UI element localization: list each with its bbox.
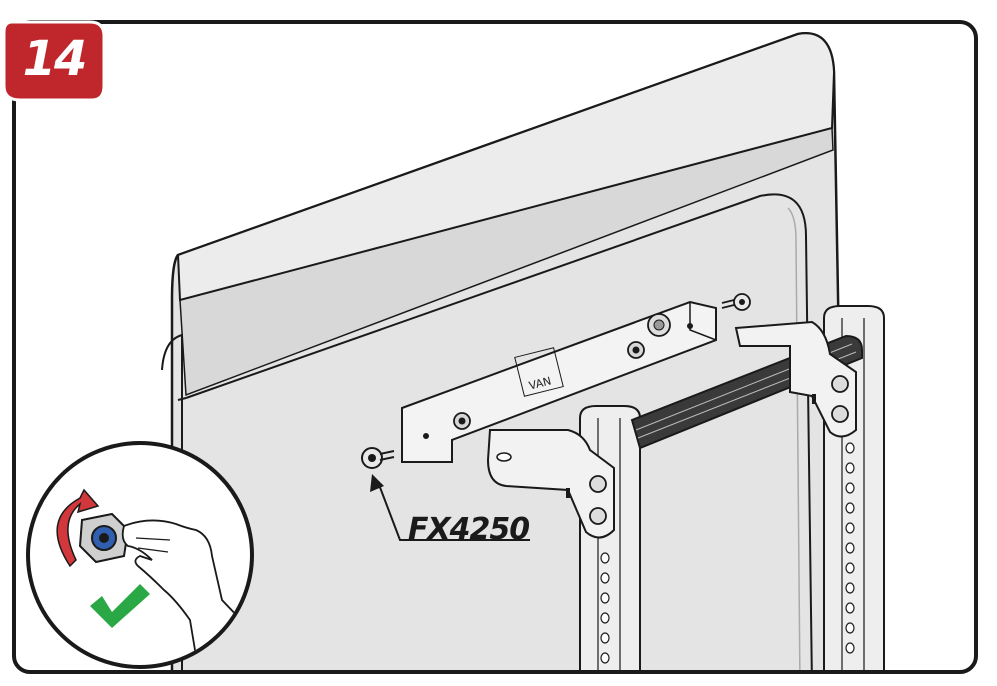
step-badge xyxy=(2,20,106,102)
step-number: 14 xyxy=(22,31,88,87)
callout-leader xyxy=(377,481,530,541)
bolt-fx4250 xyxy=(361,447,395,469)
rotate-arrow-icon xyxy=(56,488,100,568)
part-code-label: FX4250 xyxy=(408,512,530,547)
ladder xyxy=(486,305,885,670)
checkmark-icon xyxy=(90,584,150,628)
locknut-icon xyxy=(78,512,130,564)
bolt xyxy=(721,293,751,311)
